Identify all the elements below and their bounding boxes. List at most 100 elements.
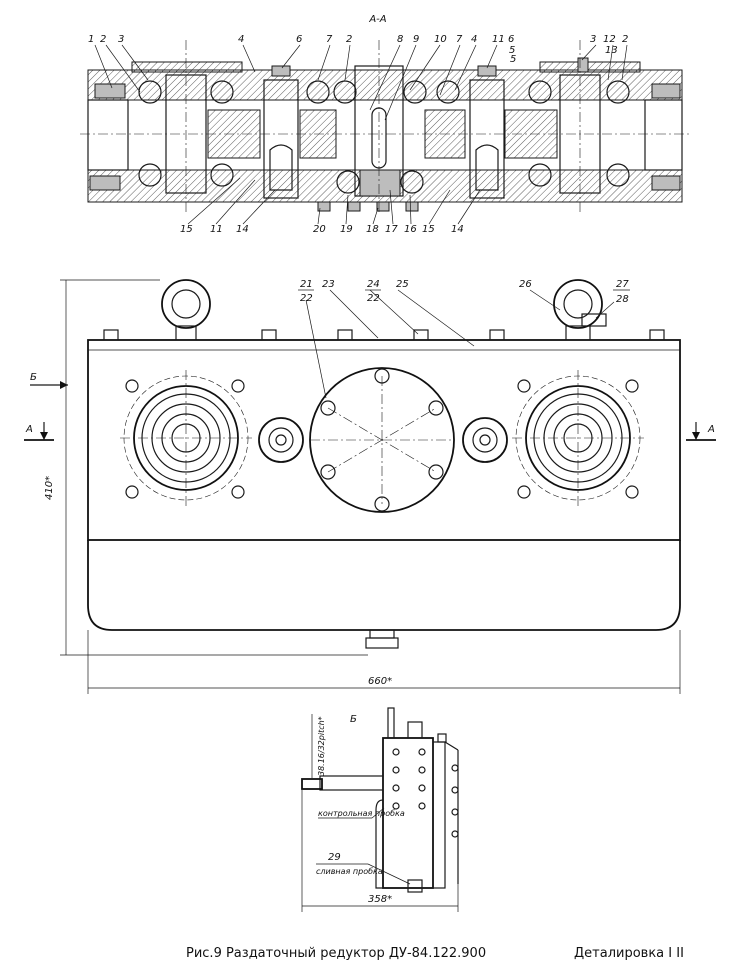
bearing-ball <box>403 80 427 104</box>
callout: 11 <box>492 34 505 45</box>
pinion-neck-left <box>269 144 293 191</box>
bottom-bolt <box>405 201 419 212</box>
cover-left <box>131 61 243 73</box>
pinion-top-right <box>477 65 497 77</box>
callout: 8 <box>397 34 403 45</box>
callout: 7 <box>326 34 333 45</box>
side-cover <box>432 741 446 889</box>
bearing-ball <box>400 170 424 194</box>
bearing-ball <box>138 80 162 104</box>
dim-height: 410* <box>44 476 55 500</box>
callout: 1 <box>88 34 94 45</box>
bottom-bolt <box>317 201 331 212</box>
callout: 2 <box>346 34 352 45</box>
callout: 6 <box>508 34 514 45</box>
lifting-eye-right <box>553 279 607 341</box>
lift-eye-side <box>407 721 423 739</box>
side-bolts <box>392 748 459 838</box>
bearing-ball <box>528 163 552 187</box>
marker-b: Б <box>30 372 37 383</box>
lid-bolt <box>103 329 119 341</box>
lid-bolt <box>337 329 353 341</box>
callout: 22 <box>300 293 313 304</box>
cover-bolt <box>320 400 336 416</box>
callout: 13 <box>605 45 618 56</box>
end-cap-right <box>644 99 683 171</box>
cover-bolt <box>428 400 444 416</box>
callout: 11 <box>210 224 223 235</box>
callout: 27 <box>616 279 629 290</box>
cover-bolt <box>320 464 336 480</box>
bearing-ball <box>333 80 357 104</box>
bolt-left-bottom <box>89 175 121 191</box>
dim-width: 660* <box>368 676 392 687</box>
cover-bolt <box>125 379 139 393</box>
callouts-top: 1 2 3 4 6 7 2 8 9 10 7 4 11 6 5 3 12 2 5… <box>88 34 628 65</box>
bearing-ball <box>138 163 162 187</box>
callouts-front: 21 22 23 24 22 25 26 27 28 <box>298 279 630 305</box>
cover-bolt <box>231 485 245 499</box>
front-view: 410* 660* Б А А 21 22 23 <box>24 279 716 694</box>
callout-leaders-bottom <box>187 177 481 225</box>
callout: 18 <box>366 224 379 235</box>
plug-right <box>462 417 508 463</box>
label-drain-num: 29 <box>328 852 341 863</box>
callout: 2 <box>100 34 106 45</box>
callout: 25 <box>396 279 409 290</box>
view-b-title: Б <box>350 714 357 725</box>
lid-bolt <box>489 329 505 341</box>
caption-right: Деталировка I II <box>574 946 684 961</box>
callout: 22 <box>367 293 380 304</box>
callout: 26 <box>519 279 532 290</box>
section-title: А-А <box>368 14 386 25</box>
view-b: Б контрольная про <box>301 707 459 912</box>
lid-bolt <box>413 329 429 341</box>
callout: 20 <box>313 224 326 235</box>
bottom-bolt <box>347 201 361 212</box>
bearing-ball <box>210 163 234 187</box>
figure-caption: Рис.9 Раздаточный редуктор ДУ-84.122.900 <box>186 946 487 961</box>
side-shaft-end <box>301 778 323 790</box>
callout: 5 <box>509 45 515 56</box>
end-cap-left <box>87 99 129 171</box>
cover-bolt <box>517 379 531 393</box>
cover-bolt <box>231 379 245 393</box>
bearing-ball <box>336 170 360 194</box>
callout-leaders-top <box>94 44 628 121</box>
callout: 14 <box>451 224 464 235</box>
dim-shaft: 38.16/32pitch* <box>317 716 326 776</box>
top-handle <box>387 707 395 739</box>
side-lug <box>437 733 447 743</box>
cover-bolt <box>125 485 139 499</box>
callout: 9 <box>413 34 419 45</box>
lid-bolt <box>649 329 665 341</box>
callout: 10 <box>434 34 447 45</box>
bolt-right-bottom <box>651 175 681 191</box>
callout: 5 <box>510 54 516 65</box>
callout: 4 <box>471 34 477 45</box>
bearing-ball <box>210 80 234 104</box>
pinion-top-left <box>271 65 291 77</box>
side-lower <box>375 799 384 889</box>
marker-a-right: А <box>707 424 715 435</box>
cover-right <box>539 61 641 73</box>
lid-bolt <box>261 329 277 341</box>
lifting-eye-left <box>161 279 211 341</box>
bearing-ball <box>306 80 330 104</box>
plug-left <box>258 417 304 463</box>
marker-a-left: А <box>25 424 33 435</box>
callouts-bottom: 15 11 14 20 19 18 17 16 15 14 <box>180 224 464 235</box>
callout: 3 <box>118 34 124 45</box>
callout: 14 <box>236 224 249 235</box>
callout: 2 <box>622 34 628 45</box>
pinion-neck-right <box>475 144 499 191</box>
dim-depth: 358* <box>368 894 392 905</box>
bearing-ball <box>606 163 630 187</box>
drain-plug-side <box>407 879 423 893</box>
callout: 15 <box>180 224 193 235</box>
bearing-cover-right <box>512 370 644 506</box>
callout: 17 <box>385 224 398 235</box>
bolt-right-top <box>651 83 681 99</box>
callout: 21 <box>300 279 313 290</box>
